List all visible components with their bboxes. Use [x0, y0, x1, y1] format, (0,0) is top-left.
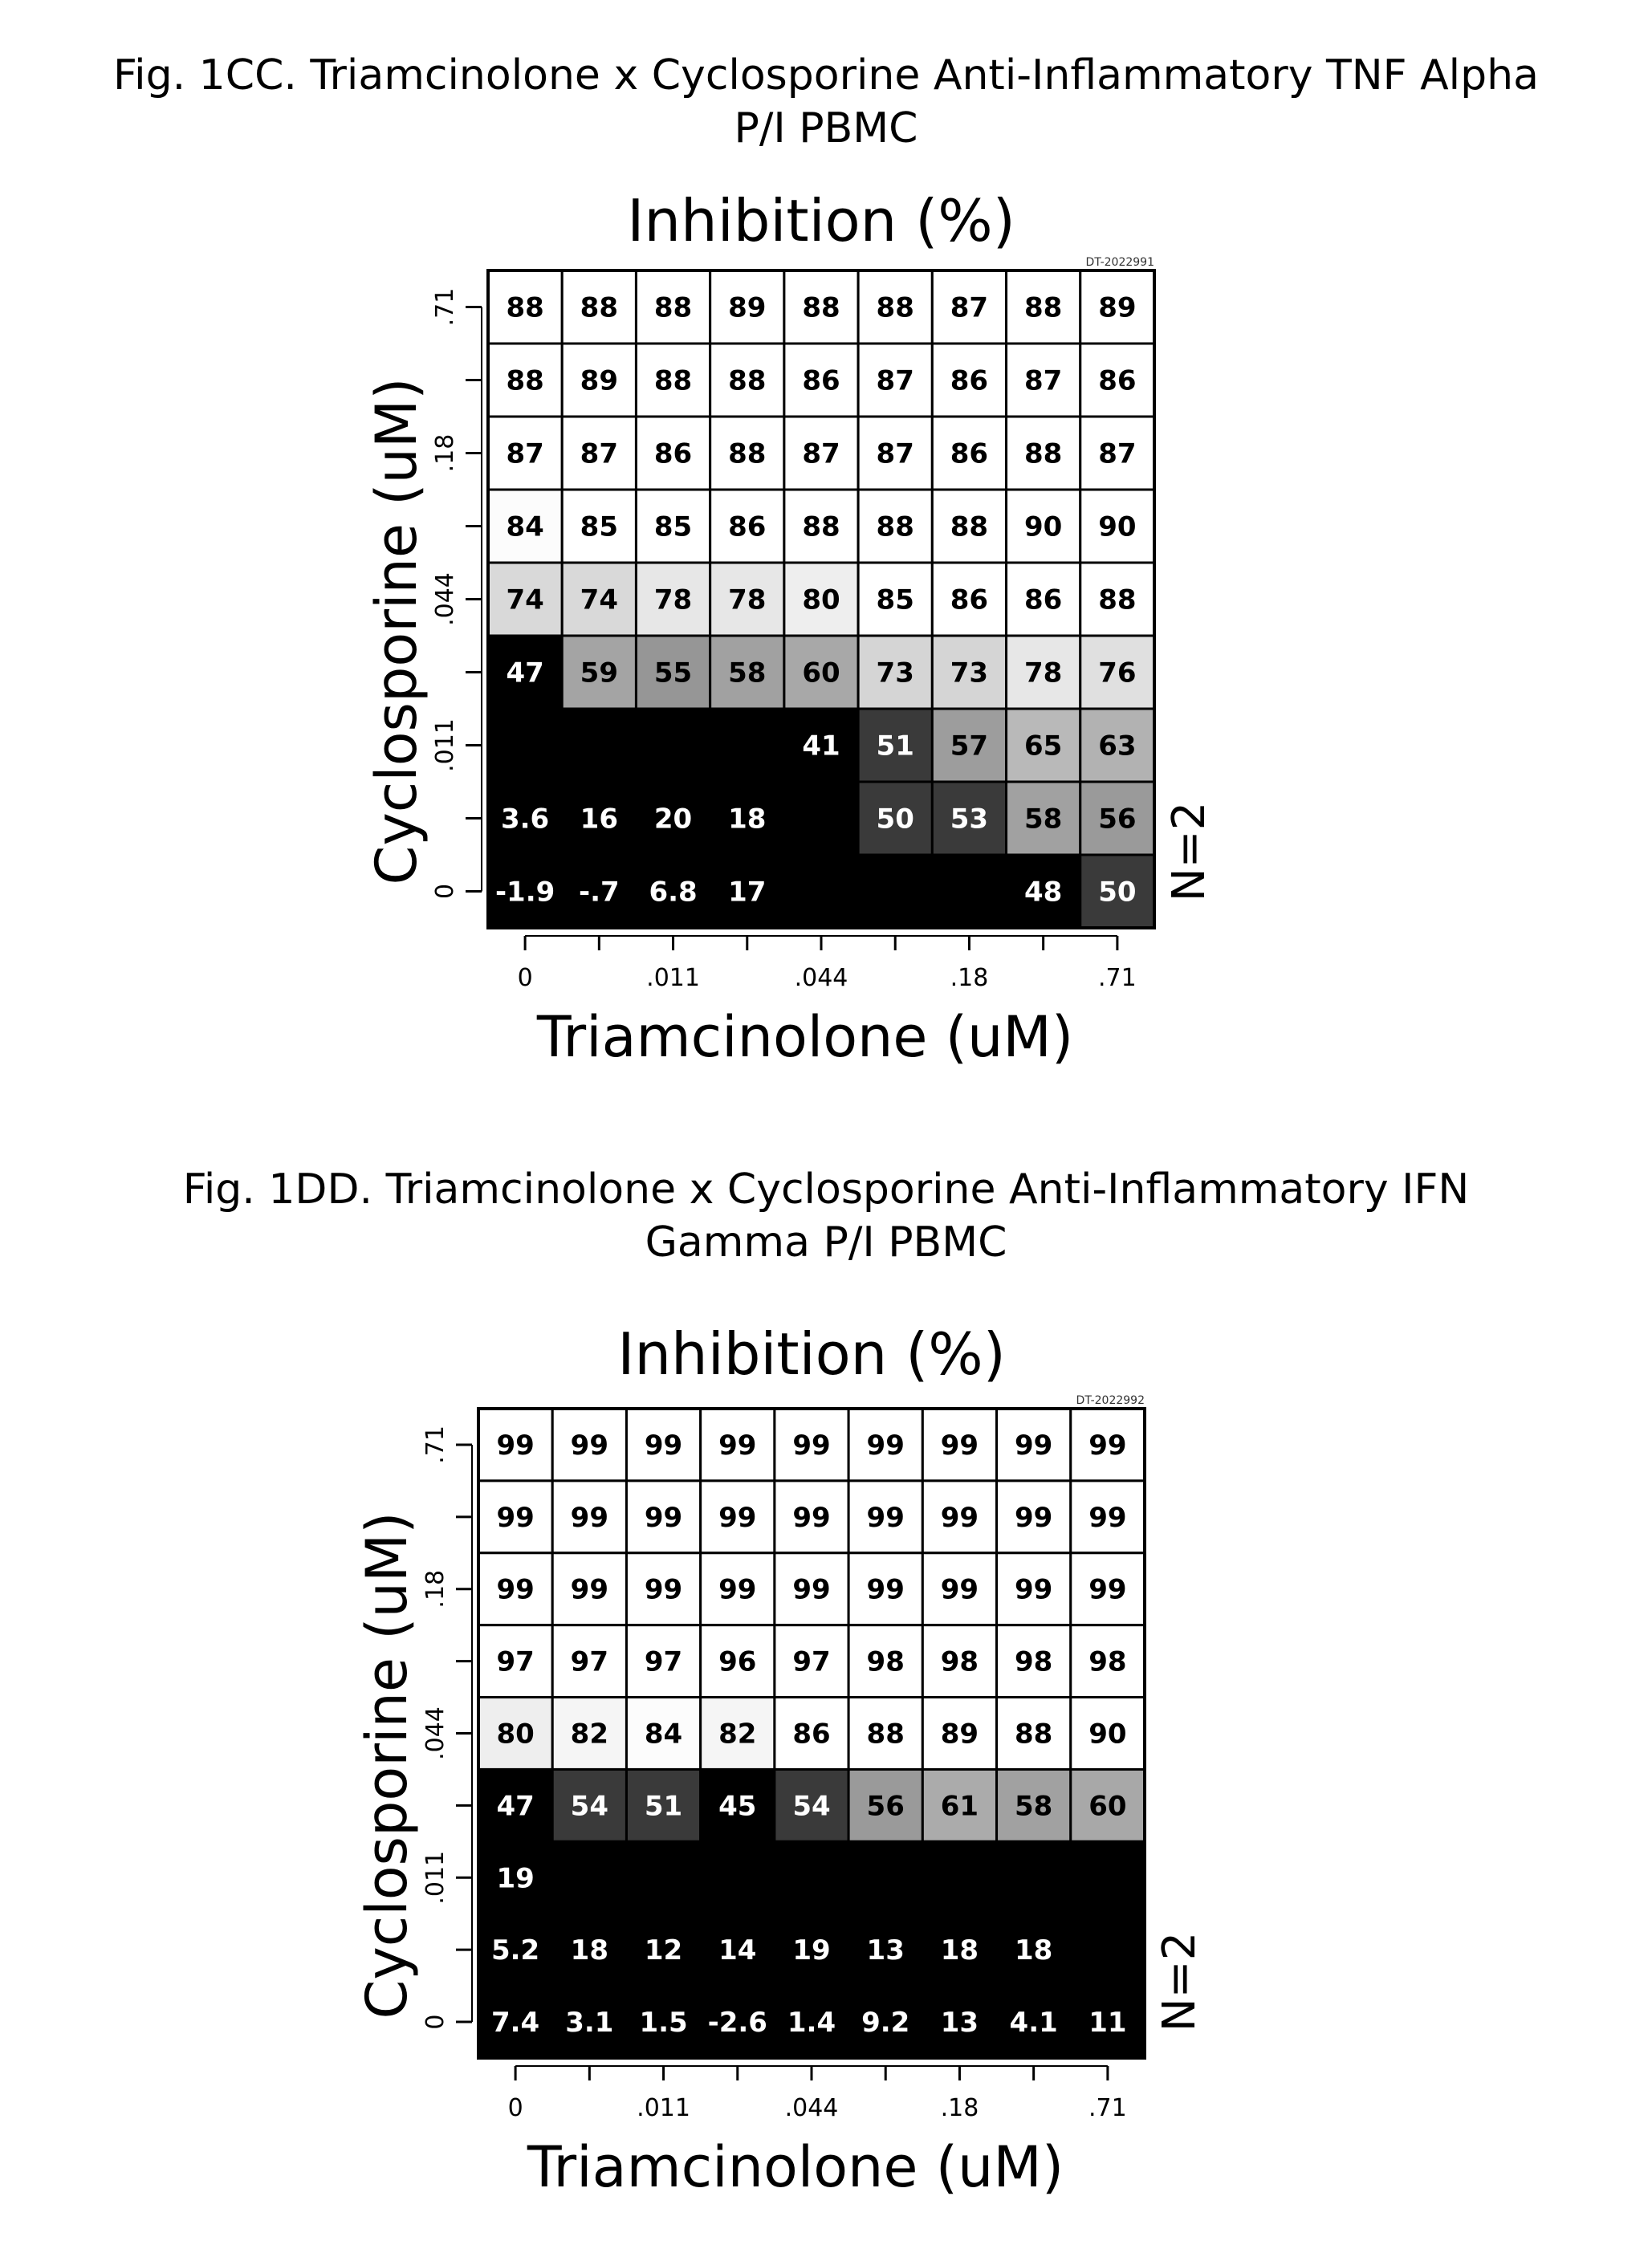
heatmap-cell-value: 80 — [496, 1718, 534, 1751]
heatmap-cell-value: 99 — [571, 1574, 608, 1606]
heatmap-cell-value: 90 — [1088, 1718, 1126, 1751]
heatmap-cell-value: 4.1 — [1010, 2007, 1058, 2039]
heatmap-cell — [552, 1841, 626, 1914]
heatmap-cell-value: 98 — [1088, 1646, 1126, 1678]
heatmap-cell — [701, 1841, 775, 1914]
heatmap-cell-value: 5.2 — [491, 1934, 539, 1966]
heatmap-cell-value: 12 — [645, 1934, 682, 1966]
heatmap-cell-value: 99 — [496, 1502, 534, 1534]
x-tick-label: 0 — [508, 2094, 523, 2122]
heatmap-cell-value: 98 — [867, 1646, 905, 1678]
heatmap-cell-value: 13 — [941, 2007, 979, 2039]
heatmap-cell-value: 99 — [718, 1502, 756, 1534]
heatmap-cell-value: 97 — [645, 1646, 682, 1678]
y-tick-label: .71 — [421, 1426, 450, 1464]
x-tick-label: .71 — [1088, 2094, 1127, 2122]
heatmap-cell-value: 99 — [792, 1430, 830, 1462]
heatmap-cell-value: 99 — [867, 1430, 905, 1462]
y-tick-label: 0 — [421, 2015, 450, 2030]
heatmap-cell-value: 96 — [718, 1646, 756, 1678]
heatmap-cell-value: 84 — [645, 1718, 682, 1751]
heatmap-cell-value: 99 — [792, 1574, 830, 1606]
heatmap-cell — [922, 1841, 996, 1914]
heatmap-cell — [1071, 1841, 1145, 1914]
x-tick-label: .011 — [637, 2094, 690, 2122]
heatmap-cell-value: 99 — [571, 1502, 608, 1534]
heatmap-cell-value: 99 — [496, 1430, 534, 1462]
heatmap-cell-value: 51 — [645, 1790, 682, 1822]
y-tick-label: .18 — [421, 1570, 450, 1609]
heatmap-cell-value: 99 — [718, 1574, 756, 1606]
heatmap-cell-value: 99 — [941, 1502, 979, 1534]
heatmap-cell — [1071, 1914, 1145, 1986]
heatmap-cell-value: 58 — [1015, 1790, 1052, 1822]
heatmap-cell — [997, 1841, 1071, 1914]
heatmap-cell-value: 99 — [1015, 1502, 1052, 1534]
heatmap-title: Inhibition (%) — [617, 1320, 1006, 1388]
heatmap-cell-value: 99 — [941, 1574, 979, 1606]
heatmap-cell-value: 89 — [941, 1718, 979, 1751]
heatmap-cell-value: 13 — [867, 1934, 905, 1966]
corner-tag: DT-2022992 — [1076, 1394, 1145, 1407]
heatmap-cell-value: 54 — [571, 1790, 608, 1822]
heatmap-cell-value: 99 — [867, 1502, 905, 1534]
heatmap-cell-value: 99 — [645, 1502, 682, 1534]
heatmap-cell-value: 99 — [1088, 1430, 1126, 1462]
heatmap-cell-value: 86 — [792, 1718, 830, 1751]
heatmap-cell-value: 45 — [718, 1790, 756, 1822]
heatmap-cell-value: 3.1 — [565, 2007, 613, 2039]
heatmap-cell-value: 97 — [571, 1646, 608, 1678]
heatmap-cell-value: 19 — [792, 1934, 830, 1966]
heatmap-cell-value: 98 — [1015, 1646, 1052, 1678]
y-tick-label: .044 — [421, 1706, 450, 1760]
x-tick-label: .18 — [941, 2094, 979, 2122]
heatmap-cell-value: 99 — [1015, 1430, 1052, 1462]
side-label: N=2 — [1154, 1932, 1206, 2032]
heatmap-cell-value: 1.4 — [787, 2007, 836, 2039]
heatmap-cell-value: 60 — [1088, 1790, 1126, 1822]
heatmap-cell-value: 99 — [496, 1574, 534, 1606]
heatmap-cell-value: 82 — [718, 1718, 756, 1751]
heatmap-cell — [626, 1841, 700, 1914]
heatmap-cell-value: 99 — [941, 1430, 979, 1462]
heatmap-cell-value: 11 — [1088, 2007, 1126, 2039]
heatmap-cell-value: 56 — [867, 1790, 905, 1822]
heatmap-cell-value: 99 — [571, 1430, 608, 1462]
heatmap-cell-value: 99 — [792, 1502, 830, 1534]
heatmap-cell-value: 99 — [867, 1574, 905, 1606]
heatmap-cell — [775, 1841, 848, 1914]
heatmap-cell-value: 99 — [645, 1430, 682, 1462]
heatmap-cell-value: 18 — [1015, 1934, 1052, 1966]
x-axis-label: Triamcinolone (uM) — [527, 2134, 1064, 2200]
heatmap-cell-value: 18 — [941, 1934, 979, 1966]
heatmap-cell-value: 99 — [1088, 1502, 1126, 1534]
y-axis-label: Cyclosporine (uM) — [354, 1511, 420, 2019]
heatmap-cell-value: 99 — [645, 1574, 682, 1606]
heatmap-cell-value: 61 — [941, 1790, 979, 1822]
heatmap-cell-value: 99 — [718, 1430, 756, 1462]
heatmap-cell-value: 99 — [1015, 1574, 1052, 1606]
heatmap-cell-value: 99 — [1088, 1574, 1126, 1606]
heatmap-cell-value: 97 — [792, 1646, 830, 1678]
heatmap-cell-value: 14 — [718, 1934, 756, 1966]
heatmap-cell-value: 18 — [571, 1934, 608, 1966]
x-tick-label: .044 — [785, 2094, 839, 2122]
heatmap-cell-value: 98 — [941, 1646, 979, 1678]
heatmap-cell-value: 54 — [792, 1790, 830, 1822]
heatmap-cell-value: 9.2 — [861, 2007, 909, 2039]
heatmap-cell-value: -2.6 — [708, 2007, 767, 2039]
heatmap-cell-value: 47 — [496, 1790, 534, 1822]
heatmap-cell — [848, 1841, 922, 1914]
heatmap-cell-value: 7.4 — [491, 2007, 539, 2039]
heatmap-cell-value: 97 — [496, 1646, 534, 1678]
heatmap-cell-value: 88 — [1015, 1718, 1052, 1751]
heatmap-cell-value: 88 — [867, 1718, 905, 1751]
heatmap-cell-value: 19 — [496, 1862, 534, 1894]
y-tick-label: .011 — [421, 1851, 450, 1905]
heatmap-cell-value: 82 — [571, 1718, 608, 1751]
heatmap-cell-value: 1.5 — [639, 2007, 687, 2039]
